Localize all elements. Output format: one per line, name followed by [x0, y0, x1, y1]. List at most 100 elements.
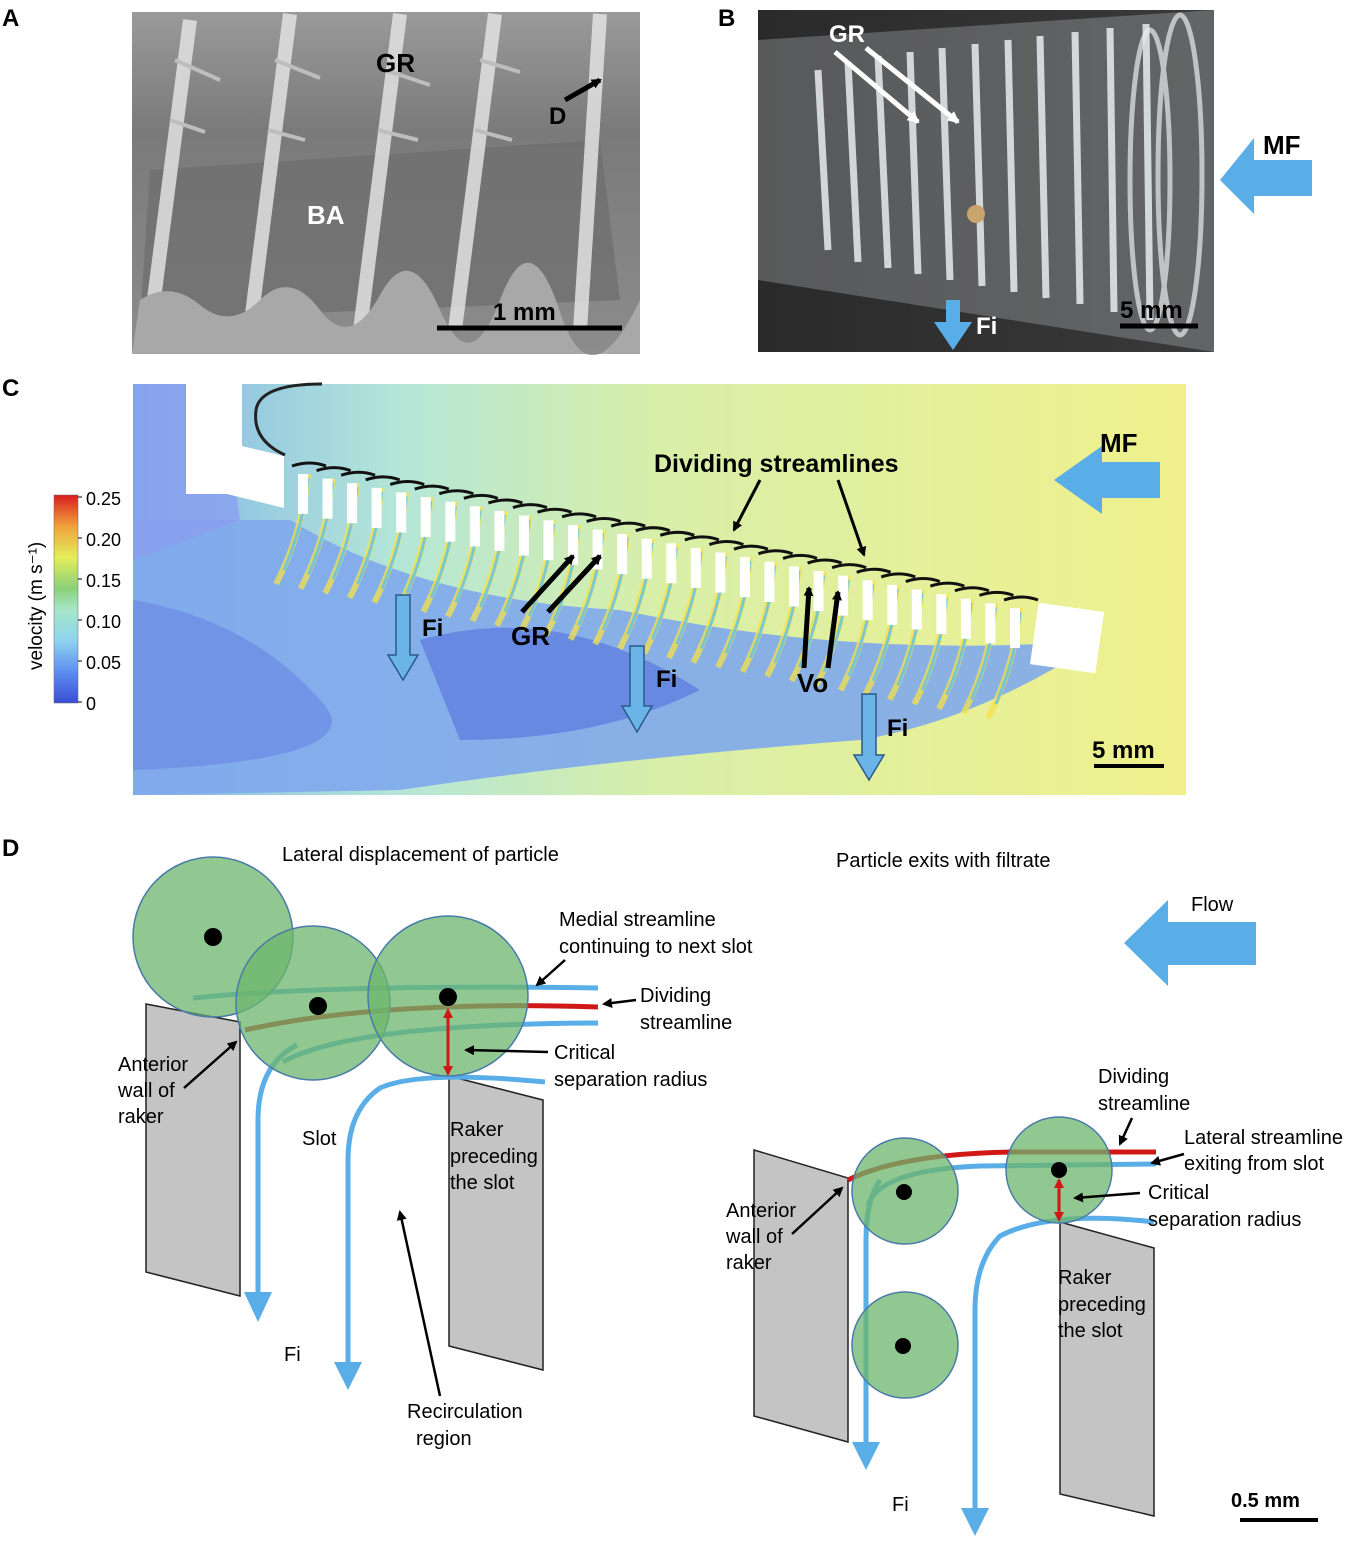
- cfd-raker: [469, 506, 480, 547]
- label-lateral-2: exiting from slot: [1184, 1153, 1324, 1175]
- colorbar-title: velocity (m s⁻¹): [26, 542, 47, 670]
- filtrate-streamline-left-b: [345, 1074, 546, 1362]
- panel-b: B GR MF Fi 5: [718, 5, 1312, 352]
- cfd-raker: [813, 571, 824, 612]
- label-anterior-left-1: Anterior: [118, 1054, 188, 1076]
- cfd-raker: [936, 594, 947, 635]
- label-fi-b: Fi: [976, 313, 997, 340]
- label-mf-b: MF: [1263, 130, 1301, 160]
- label-mf-c: MF: [1100, 428, 1138, 458]
- colorbar-ticks: [78, 496, 82, 703]
- label-critical-right-2: separation radius: [1148, 1209, 1301, 1231]
- cfd-raker: [396, 492, 407, 533]
- label-raker-right-2: preceding: [1058, 1294, 1146, 1316]
- cfd-raker: [568, 524, 579, 565]
- label-d: D: [549, 103, 566, 130]
- scalebar-b-label: 5 mm: [1120, 297, 1183, 324]
- panel-c: C 0.25 0.20 0.15 0.10 0.05 0 velocity (m…: [2, 375, 1186, 795]
- colorbar-tick-4: 0.05: [86, 653, 121, 673]
- label-raker-left-2: preceding: [450, 1146, 538, 1168]
- raker-preceding-right: [1059, 1221, 1155, 1517]
- arrow-gr-c1: [520, 554, 575, 614]
- outlet-block: [1030, 602, 1104, 674]
- raker-preceding-left: [448, 1075, 544, 1371]
- filtrate-streamline-right-b: [972, 1215, 1155, 1508]
- label-fi-c3: Fi: [887, 715, 908, 742]
- panel-d: D Lateral displacement of particle Media…: [2, 835, 1343, 1536]
- cfd-dividing-streamline: [512, 503, 548, 510]
- right-title: Particle exits with filtrate: [836, 850, 1051, 872]
- cfd-raker: [445, 501, 456, 542]
- label-anterior-left-3: raker: [118, 1106, 164, 1128]
- cfd-dividing-streamline: [708, 540, 744, 546]
- label-fi-c2: Fi: [656, 666, 677, 693]
- cfd-raker: [666, 543, 677, 584]
- cfd-dividing-streamline: [831, 563, 867, 570]
- sem-rakers: [143, 13, 607, 331]
- label-anterior-right-2: wall of: [725, 1226, 783, 1248]
- arrow-head-fi-right-b: [961, 1508, 989, 1536]
- cfd-raker: [887, 584, 898, 625]
- arrow-head-fi-left-a: [244, 1292, 272, 1322]
- cfd-dividing-streamline: [316, 466, 352, 473]
- cfd-raker: [911, 589, 922, 630]
- label-raker-left-3: the slot: [450, 1172, 515, 1194]
- label-gr-a: GR: [376, 48, 415, 78]
- cfd-dividing-streamline: [463, 493, 499, 500]
- scalebar-c-label: 5 mm: [1092, 737, 1155, 764]
- cfd-dividing-streamline: [954, 586, 990, 593]
- cfd-raker: [420, 497, 431, 538]
- arrow-dividing-2: [836, 479, 867, 557]
- cfd-raker: [985, 603, 996, 644]
- inlet-block: [186, 384, 242, 494]
- colorbar: [53, 494, 79, 704]
- cfd-raker: [838, 575, 849, 616]
- cfd-raker: [715, 552, 726, 593]
- label-fi-right: Fi: [892, 1494, 909, 1516]
- cfd-dividing-streamline: [389, 479, 425, 486]
- panel-d-letter: D: [2, 835, 19, 862]
- cfd-dividing-streamline: [610, 521, 646, 528]
- cfd-dividing-streamline: [880, 572, 916, 579]
- cfd-dividing-streamline: [291, 461, 327, 468]
- label-raker-right-3: the slot: [1058, 1320, 1123, 1342]
- cfd-dividing-streamline: [635, 526, 671, 533]
- label-raker-left-1: Raker: [450, 1119, 504, 1141]
- cfd-dividing-streamline: [537, 507, 573, 514]
- label-ba: BA: [307, 200, 345, 230]
- cfd-dividing-streamline: [733, 544, 769, 551]
- cfd-dividing-streamline: [929, 581, 965, 588]
- panel-b-letter: B: [718, 5, 735, 32]
- label-fi-c1: Fi: [422, 615, 443, 642]
- cfd-dividing-streamline: [340, 470, 376, 477]
- cfd-raker: [1010, 608, 1020, 648]
- cfd-raker: [518, 515, 529, 556]
- arrow-vo-2: [825, 590, 842, 669]
- label-dividing-left-2: streamline: [640, 1012, 732, 1034]
- cfd-raker: [764, 561, 775, 602]
- label-critical-right-1: Critical: [1148, 1182, 1209, 1204]
- colorbar-tick-3: 0.10: [86, 612, 121, 632]
- arrow-vo-1: [801, 586, 814, 669]
- label-gr-b: GR: [829, 21, 865, 48]
- label-lateral-1: Lateral streamline: [1184, 1127, 1343, 1149]
- cfd-raker: [322, 478, 333, 519]
- cfd-dividing-streamline: [659, 530, 695, 537]
- label-medial-1: Medial streamline: [559, 909, 716, 931]
- arrow-flow: [1124, 900, 1256, 986]
- label-anterior-right-3: raker: [726, 1252, 772, 1274]
- colorbar-tick-5: 0: [86, 694, 96, 714]
- cfd-raker: [960, 598, 971, 639]
- cfd-raker: [739, 557, 750, 598]
- panel-a: A GR BA D 1 mm: [2, 5, 640, 356]
- arrow-head-fi-left-b: [334, 1362, 362, 1390]
- cfd-raker: [862, 580, 873, 621]
- label-dividing-streamlines: Dividing streamlines: [654, 450, 899, 478]
- cfd-dividing-streamline: [487, 498, 523, 505]
- cfd-raker: [789, 566, 800, 607]
- scalebar-a-label: 1 mm: [493, 299, 556, 326]
- arrow-gr-b1: [833, 50, 920, 124]
- cfd-dividing-streamline: [782, 553, 818, 560]
- cfd-dividing-streamline: [414, 484, 450, 491]
